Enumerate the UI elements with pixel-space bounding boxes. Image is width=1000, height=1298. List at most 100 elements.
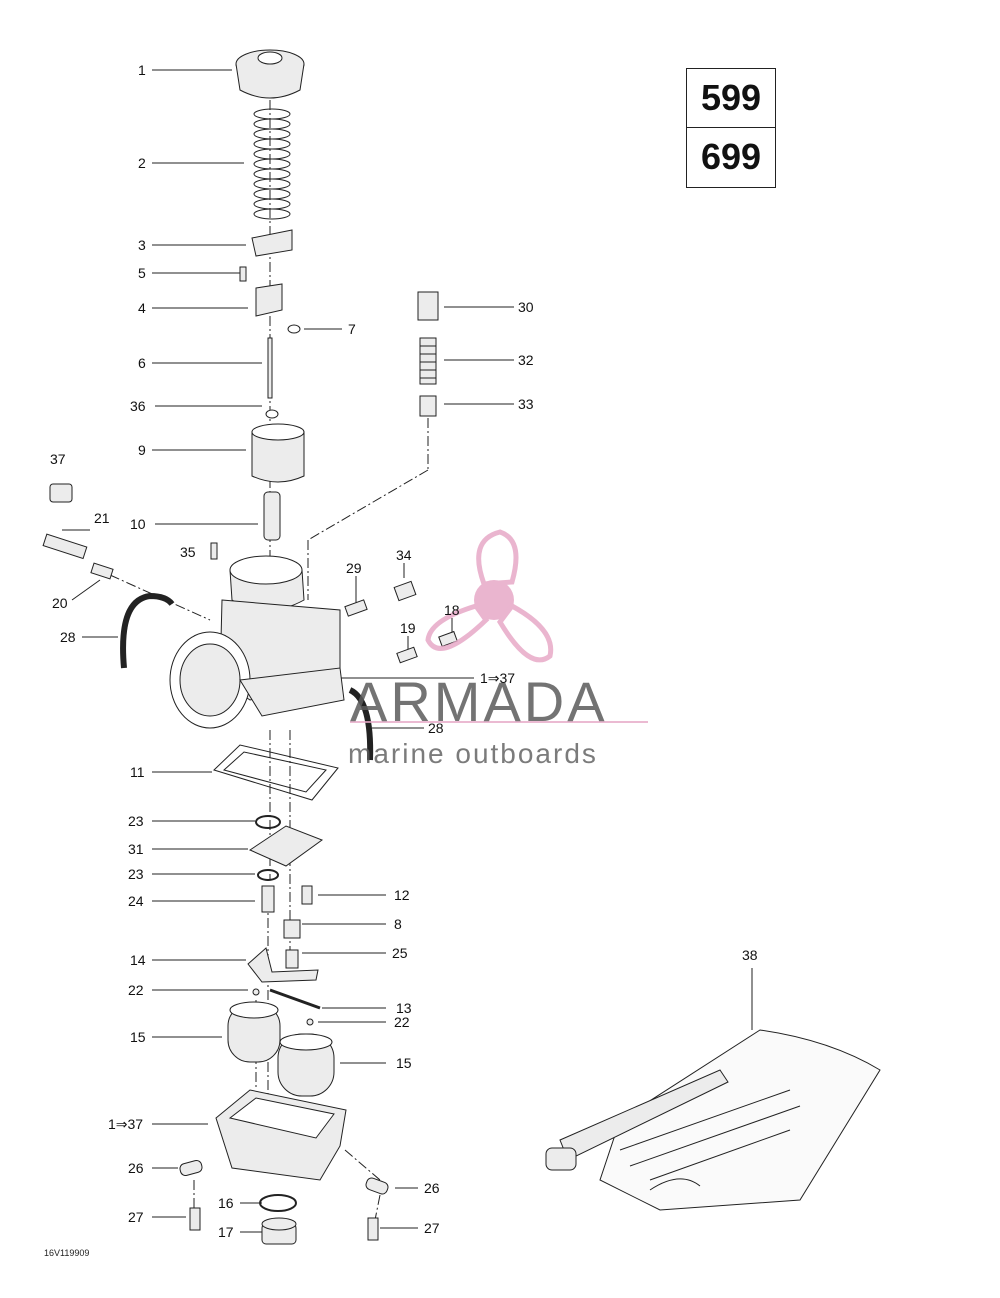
callout-14: 14 (130, 952, 146, 968)
callout-33: 33 (518, 396, 534, 412)
part-34 (393, 580, 417, 602)
callout-10: 10 (130, 516, 146, 532)
part-33 (419, 395, 437, 417)
callout-31: 31 (128, 841, 144, 857)
part-19 (396, 646, 418, 664)
carburetor-body (169, 555, 345, 729)
part-slide (251, 423, 305, 483)
callout-19: 19 (400, 620, 416, 636)
callout-8: 8 (394, 916, 402, 932)
part-37 (49, 483, 73, 503)
part-28-hose (120, 592, 175, 669)
callout-22-right: 22 (394, 1014, 410, 1030)
callout-9: 9 (138, 442, 146, 458)
callout-30: 30 (518, 299, 534, 315)
part-22-2 (306, 1018, 314, 1026)
part-26-2 (365, 1177, 389, 1195)
callout-15-right: 15 (396, 1055, 412, 1071)
part-6 (267, 337, 273, 399)
callout-23-second: 23 (128, 866, 144, 882)
part-29 (344, 599, 368, 617)
model-599: 599 (700, 77, 762, 118)
float-bowl (215, 1089, 347, 1181)
part-22 (252, 988, 260, 996)
callout-12: 12 (394, 887, 410, 903)
part-27-2 (367, 1217, 379, 1241)
callout-1-to-37: 1⇒37 (480, 670, 516, 686)
part-10 (263, 491, 281, 541)
callout-35: 35 (180, 544, 196, 560)
part-3 (251, 229, 293, 257)
part-7 (287, 324, 301, 334)
callout-22: 22 (128, 982, 144, 998)
callout-29: 29 (346, 560, 362, 576)
callout-26-right: 26 (424, 1180, 440, 1196)
part-26 (179, 1159, 203, 1177)
callout-1-to-37-lower: 1⇒37 (108, 1116, 144, 1132)
watermark-tagline: marine outboards (348, 738, 598, 769)
callout-7: 7 (348, 321, 356, 337)
part-8 (283, 919, 301, 939)
callout-38: 38 (742, 947, 758, 963)
callout-21: 21 (94, 510, 110, 526)
callout-17: 17 (218, 1224, 234, 1240)
part-13-pin (269, 988, 321, 1010)
callout-27: 27 (128, 1209, 144, 1225)
model-699: 699 (687, 127, 775, 186)
callout-13: 13 (396, 1000, 412, 1016)
callout-36: 36 (130, 398, 146, 414)
callout-4: 4 (138, 300, 146, 316)
callout-3: 3 (138, 237, 146, 253)
part-23-oring (255, 815, 281, 829)
callout-2: 2 (138, 155, 146, 171)
callout-16: 16 (218, 1195, 234, 1211)
part-15-float-2 (277, 1033, 335, 1097)
callout-28-right: 28 (428, 720, 444, 736)
callout-15: 15 (130, 1029, 146, 1045)
part-31-plate (248, 825, 324, 867)
callout-23: 23 (128, 813, 144, 829)
callout-27-right: 27 (424, 1220, 440, 1236)
part-14-lever (247, 947, 319, 983)
part-spring (253, 108, 291, 220)
part-17-plug (261, 1217, 297, 1245)
part-11-gasket (213, 744, 339, 801)
part-25 (285, 949, 299, 969)
callout-26: 26 (128, 1160, 144, 1176)
part-35 (210, 542, 218, 560)
part-18 (438, 630, 458, 648)
callout-1: 1 (138, 62, 146, 78)
part-4 (255, 283, 283, 317)
part-28-hose-2 (348, 687, 374, 761)
part-38-toolkit (545, 1029, 881, 1211)
part-32 (419, 337, 437, 385)
model-number-box: 599 699 (686, 68, 776, 188)
part-23-oring-2 (257, 869, 279, 881)
callout-6: 6 (138, 355, 146, 371)
part-15-float (227, 1001, 281, 1063)
part-12 (301, 885, 313, 905)
part-36 (265, 409, 279, 419)
callout-5: 5 (138, 265, 146, 281)
part-27 (189, 1207, 201, 1231)
part-cap (235, 49, 305, 99)
callout-34: 34 (396, 547, 412, 563)
part-20 (90, 562, 114, 580)
callout-20: 20 (52, 595, 68, 611)
watermark-brand: ARMADA (350, 670, 608, 733)
callout-37: 37 (50, 451, 66, 467)
callout-11: 11 (130, 764, 145, 780)
part-16-oring (259, 1194, 297, 1212)
callout-25: 25 (392, 945, 408, 961)
callout-18: 18 (444, 602, 460, 618)
callout-24: 24 (128, 893, 144, 909)
part-5 (239, 266, 247, 282)
part-30 (417, 291, 439, 321)
reference-code: 16V119909 (44, 1248, 90, 1258)
callout-32: 32 (518, 352, 534, 368)
part-24-jet (261, 885, 275, 913)
part-21 (42, 533, 88, 560)
callout-28: 28 (60, 629, 76, 645)
